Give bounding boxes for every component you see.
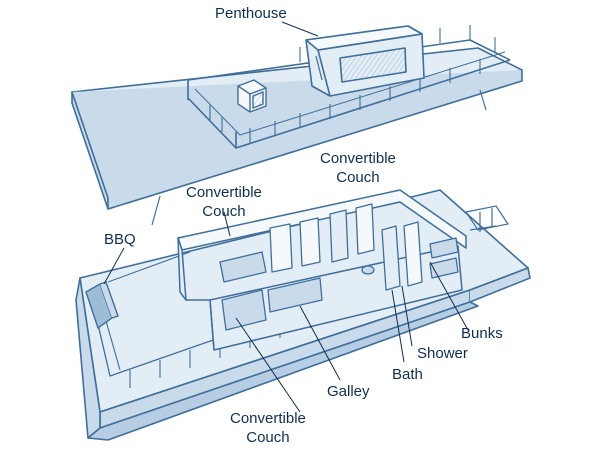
label-convertible-couch-left: Convertible Couch (186, 183, 262, 221)
label-line: Convertible (230, 410, 306, 427)
label-convertible-couch-top: Convertible Couch (320, 149, 396, 187)
label-convertible-couch-bottom: Convertible Couch (230, 409, 306, 447)
label-line: Convertible (186, 184, 262, 201)
label-line: Convertible (320, 150, 396, 167)
ac-unit (237, 79, 267, 113)
label-shower: Shower (417, 345, 468, 362)
label-bunks: Bunks (461, 325, 503, 342)
penthouse-cabin (305, 25, 425, 97)
stern-railing (465, 205, 509, 232)
roof-railing-posts (209, 25, 496, 143)
label-line: Couch (336, 169, 380, 186)
label-bbq: BBQ (104, 231, 136, 248)
label-galley: Galley (327, 383, 370, 400)
label-line: Couch (246, 429, 290, 446)
label-line: Couch (202, 203, 246, 220)
label-bath: Bath (392, 366, 423, 383)
interior-partitions (219, 203, 459, 331)
leader-lines (103, 21, 469, 413)
roof-deck (71, 39, 523, 226)
label-penthouse: Penthouse (215, 5, 287, 22)
bbq-grill (85, 281, 119, 330)
